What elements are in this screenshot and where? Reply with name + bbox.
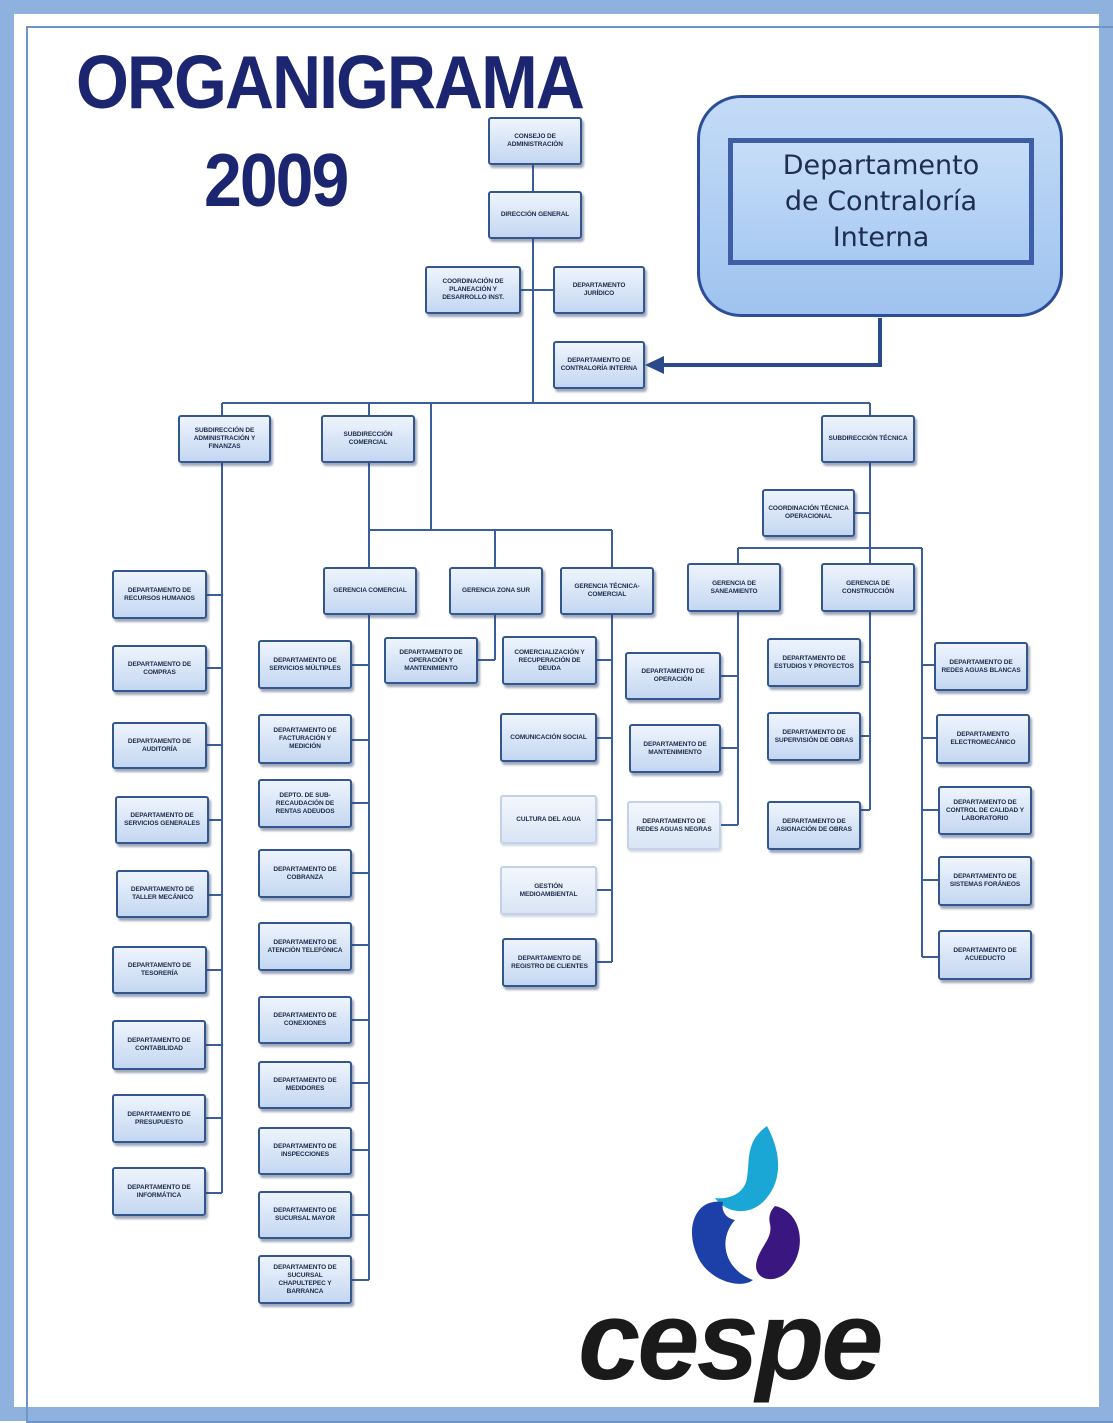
node-comercial-dept: Departamento de Sucursal Chapultepec y B…	[258, 1255, 352, 1304]
node-zona-sur-dept: Departamento de Operación y Mantenimient…	[384, 637, 478, 684]
node-tecnica-dept: Departamento de Sistemas Foráneos	[938, 856, 1032, 906]
node-ger-zona-sur: Gerencia Zona Sur	[449, 567, 543, 615]
node-coord-planeacion: Coordinación de Planeación y Desarrollo …	[425, 266, 521, 314]
node-comercial-dept: Departamento de Atención Telefónica	[258, 922, 352, 971]
logo-wordmark: cespe	[578, 1278, 884, 1403]
node-admin-dept: Departamento de Tesorería	[112, 946, 207, 994]
node-sub-admin: Subdirección de Administración y Finanza…	[178, 415, 271, 463]
callout-box: Departamento de Contraloría Interna	[728, 138, 1034, 265]
logo-drop-shape	[715, 1126, 779, 1212]
node-tecnica-comercial-dept: Cultura del Agua	[500, 795, 597, 844]
node-admin-dept: Departamento de Auditoría	[112, 722, 207, 769]
node-tecnica-comercial-dept: Comunicación Social	[500, 713, 597, 762]
node-tecnica-dept: Departamento de Acueducto	[938, 930, 1032, 980]
node-direccion-general: Dirección General	[488, 191, 582, 239]
node-comercial-dept: Departamento de Inspecciones	[258, 1127, 352, 1175]
node-ger-comercial: Gerencia Comercial	[323, 567, 417, 615]
node-ger-tecnica-comercial: Gerencia Técnica-Comercial	[560, 567, 654, 615]
node-sub-tecnica: Subdirección Técnica	[821, 415, 915, 463]
chart-title: ORGANIGRAMA	[76, 41, 585, 125]
node-saneamiento-dept: Departamento de Operación	[625, 652, 721, 700]
node-consejo: Consejo de Administración	[488, 117, 582, 165]
node-comercial-dept: Departamento de Servicios Múltiples	[258, 640, 352, 689]
node-comercial-dept: Departamento de Medidores	[258, 1061, 352, 1109]
node-admin-dept: Departamento de Compras	[112, 645, 207, 692]
node-construccion-dept: Departamento de Estudios y Proyectos	[767, 638, 861, 687]
node-tecnica-dept: Departamento de Control de Calidad y Lab…	[938, 786, 1032, 835]
node-depto-contraloria: Departamento de Contraloría Interna	[553, 341, 645, 389]
node-ger-saneamiento: Gerencia de Saneamiento	[687, 563, 781, 612]
node-tecnica-dept: Departamento Electromecánico	[936, 714, 1030, 764]
node-depto-juridico: Departamento Jurídico	[553, 266, 645, 314]
node-admin-dept: Departamento de Informática	[112, 1167, 206, 1216]
node-tecnica-dept: Departamento de Redes Aguas Blancas	[934, 642, 1028, 691]
node-sub-comercial: Subdirección Comercial	[321, 415, 415, 463]
node-saneamiento-dept: Departamento de Mantenimiento	[629, 724, 721, 773]
node-tecnica-comercial-dept: Gestión Medioambiental	[500, 866, 597, 915]
cespe-logo-icon	[692, 1126, 800, 1284]
node-admin-dept: Departamento de Contabilidad	[112, 1020, 206, 1070]
node-comercial-dept: Departamento de Sucursal Mayor	[258, 1191, 352, 1239]
node-comercial-dept: Depto. de Sub-Recaudación de Rentas Adeu…	[258, 779, 352, 828]
node-comercial-dept: Departamento de Conexiones	[258, 996, 352, 1044]
logo-right-shape	[756, 1206, 800, 1280]
node-admin-dept: Departamento de Taller Mecánico	[116, 870, 209, 918]
node-ger-construccion: Gerencia de Construcción	[821, 563, 915, 612]
node-coord-tecnica: Coordinación Técnica Operacional	[762, 489, 855, 537]
node-comercial-dept: Departamento de Facturación y Medición	[258, 714, 352, 764]
callout-text: Departamento de Contraloría Interna	[782, 149, 980, 253]
logo-left-shape	[692, 1201, 753, 1284]
node-tecnica-comercial-dept: Departamento de Registro de Clientes	[502, 938, 597, 987]
node-admin-dept: Departamento de Recursos Humanos	[112, 570, 207, 619]
node-construccion-dept: Departamento de Asignación de Obras	[767, 801, 861, 850]
node-saneamiento-dept: Departamento de Redes Aguas Negras	[627, 801, 721, 850]
node-comercial-dept: Departamento de Cobranza	[258, 849, 352, 898]
node-tecnica-comercial-dept: Comercialización y Recuperación de Deuda	[502, 636, 597, 685]
node-construccion-dept: Departamento de Supervisión de Obras	[767, 712, 861, 761]
node-admin-dept: Departamento de Presupuesto	[112, 1094, 206, 1143]
node-admin-dept: Departamento de Servicios Generales	[115, 796, 209, 844]
chart-year: 2009	[204, 139, 349, 223]
